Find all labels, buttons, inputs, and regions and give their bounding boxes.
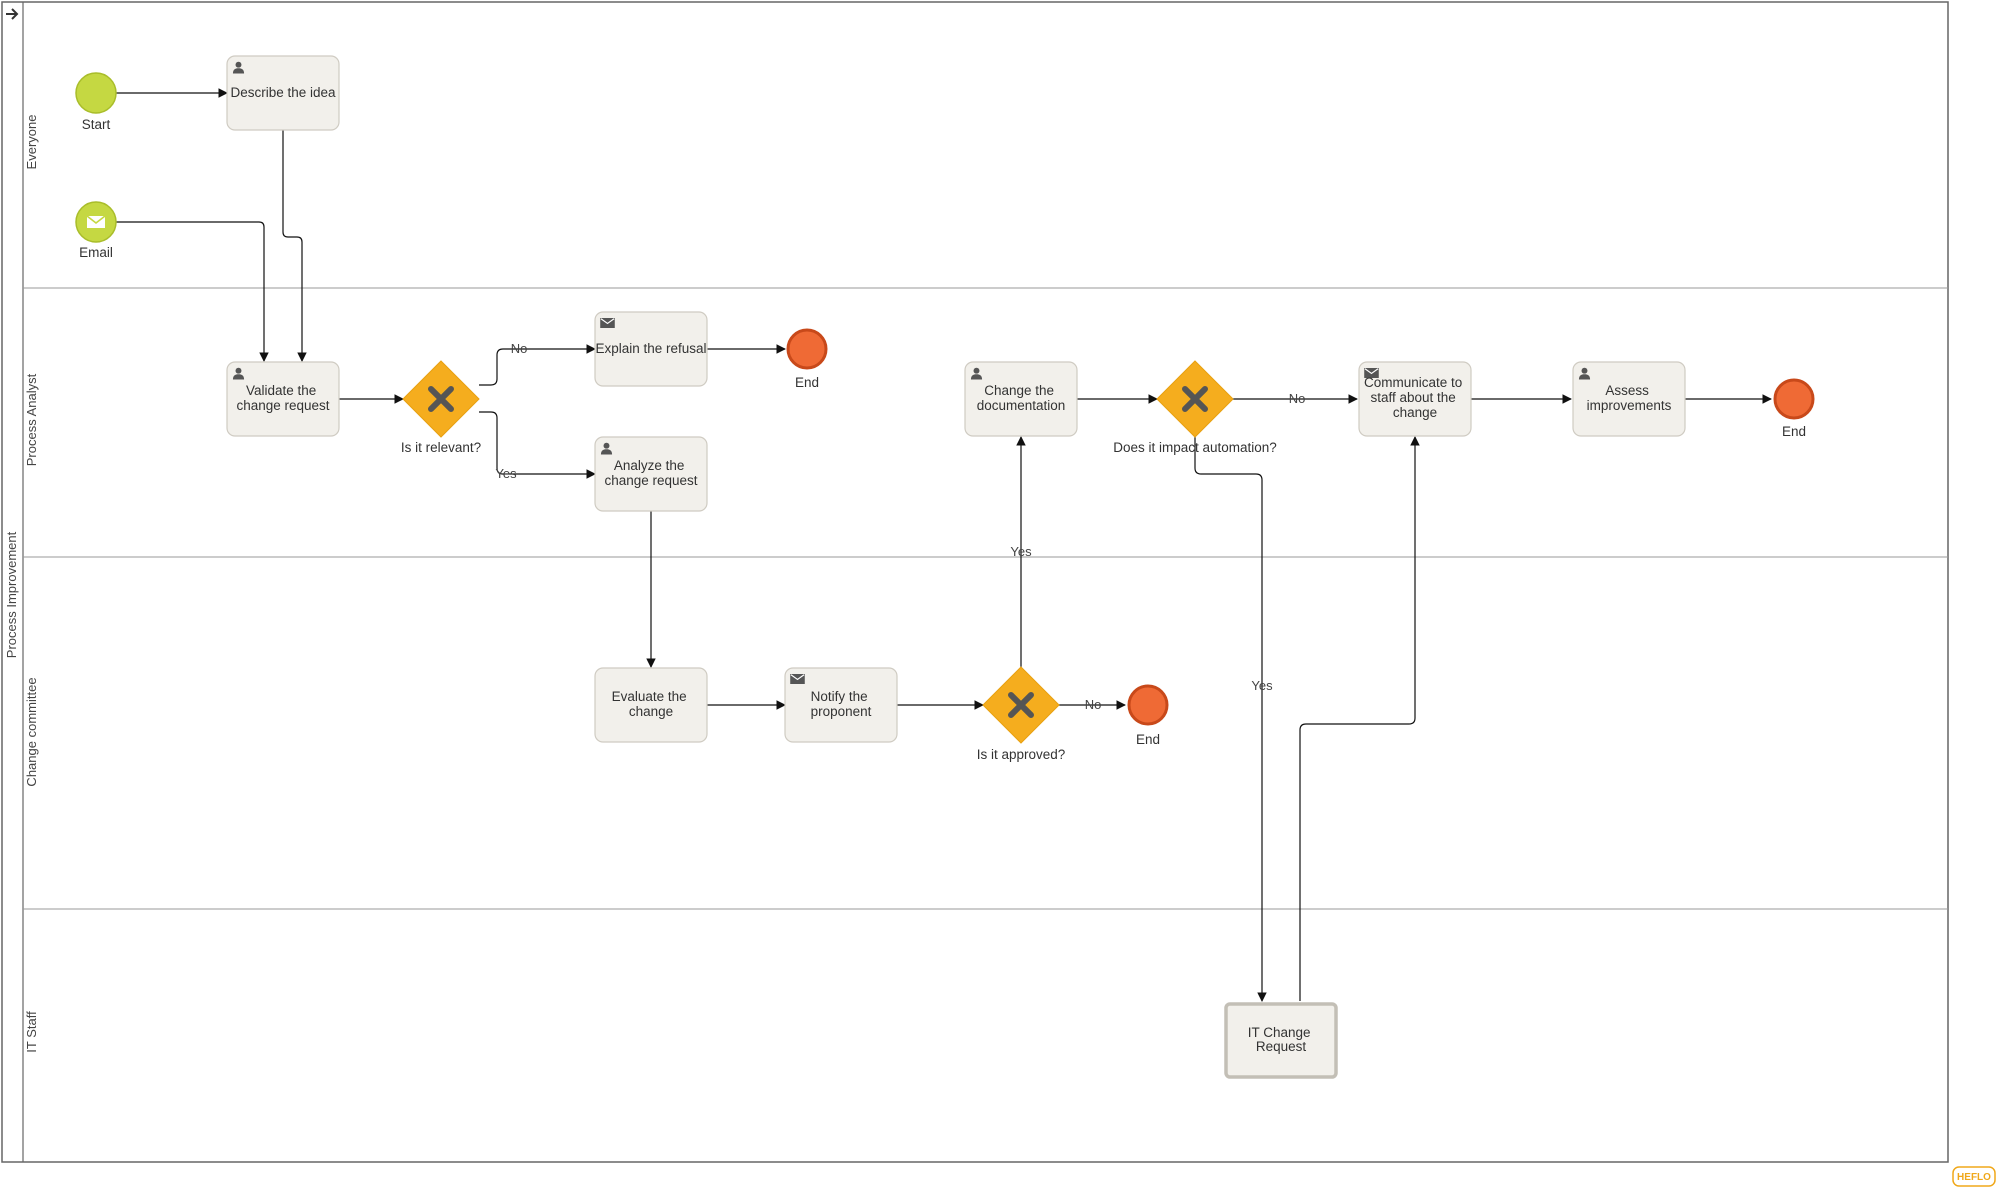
envelope-icon [790,674,805,684]
task-label: Evaluate the change [612,689,691,719]
lane-label-it-staff: IT Staff [24,1011,39,1053]
pool: Process Improvement [1,1,1949,1163]
flow-label-approved-no: No [1085,697,1102,712]
heflo-logo-text: HEFLO [1957,1172,1991,1183]
task-analyze-request[interactable]: Analyze the change request [594,436,708,512]
flow-label-impact-yes: Yes [1251,678,1273,693]
start-event-label: Start [82,117,111,132]
end-event-final[interactable]: End [1773,378,1815,439]
task-label: Explain the refusal [595,341,706,356]
flow-itrequest-to-communicate [1299,436,1420,1001]
end-event-final-label: End [1782,424,1806,439]
email-start-event[interactable]: Email [75,201,117,260]
x-marker-icon [428,386,454,412]
x-marker-icon [1182,386,1208,412]
envelope-icon [86,215,106,228]
task-assess-improvements[interactable]: Assess improvements [1572,361,1686,437]
end-event-refusal-label: End [795,375,819,390]
collapse-pool-icon[interactable] [6,8,19,20]
x-marker-icon [1008,692,1034,718]
gateway-label: Does it impact automation? [1113,440,1277,455]
lane-label-everyone: Everyone [24,115,39,170]
task-notify-proponent[interactable]: Notify the proponent [784,667,898,743]
lane-label-change-committee: Change committee [24,677,39,786]
task-communicate-staff[interactable]: Communicate to staff about the change [1358,361,1472,437]
lanes: Everyone Process Analyst Change committe… [23,115,1948,1053]
pool-label: Process Improvement [4,531,19,658]
task-label: Assess improvements [1587,383,1672,413]
task-validate-request[interactable]: Validate the change request [226,361,340,437]
flow-relevant-no [479,344,596,386]
task-label: Describe the idea [230,85,336,100]
end-event-not-approved[interactable]: End [1127,684,1169,747]
lane-label-process-analyst: Process Analyst [24,373,39,466]
envelope-icon [600,318,615,328]
task-label: IT Change Request [1248,1025,1315,1054]
flow-label-relevant-yes: Yes [495,466,517,481]
sequence-flows [116,88,1772,1002]
task-label: Validate the change request [236,383,329,413]
flow-label-approved-yes: Yes [1010,544,1032,559]
task-change-documentation[interactable]: Change the documentation [964,361,1078,437]
gateway-label: Is it relevant? [401,440,481,455]
task-label: Change the documentation [977,383,1066,413]
task-explain-refusal[interactable]: Explain the refusal [594,311,708,387]
gateway-impact-automation[interactable]: Does it impact automation? [1113,360,1277,455]
flow-relevant-yes [479,411,596,479]
flow-email-to-validate [116,221,269,362]
email-event-label: Email [79,245,113,260]
gateway-is-relevant[interactable]: Is it relevant? [401,360,481,455]
task-label: Communicate to staff about the change [1364,375,1466,420]
task-evaluate-change[interactable]: Evaluate the change [594,667,708,743]
task-it-change-request[interactable]: IT Change Request [1224,1002,1338,1079]
heflo-logo: HEFLO [1952,1166,1996,1187]
flow-describe-to-validate [282,130,307,362]
flow-label-impact-no: No [1289,391,1306,406]
task-describe-idea[interactable]: Describe the idea [226,55,340,131]
flow-labels: No Yes Yes No No Yes [495,341,1305,712]
gateway-label: Is it approved? [977,747,1066,762]
start-event[interactable]: Start [75,72,117,132]
end-event-refusal[interactable]: End [786,328,828,390]
gateway-is-approved[interactable]: Is it approved? [977,666,1066,762]
flow-impact-yes [1194,437,1267,1002]
end-event-not-approved-label: End [1136,732,1160,747]
task-label: Notify the proponent [811,689,872,719]
task-label: Analyze the change request [604,458,697,488]
flow-label-relevant-no: No [511,341,528,356]
